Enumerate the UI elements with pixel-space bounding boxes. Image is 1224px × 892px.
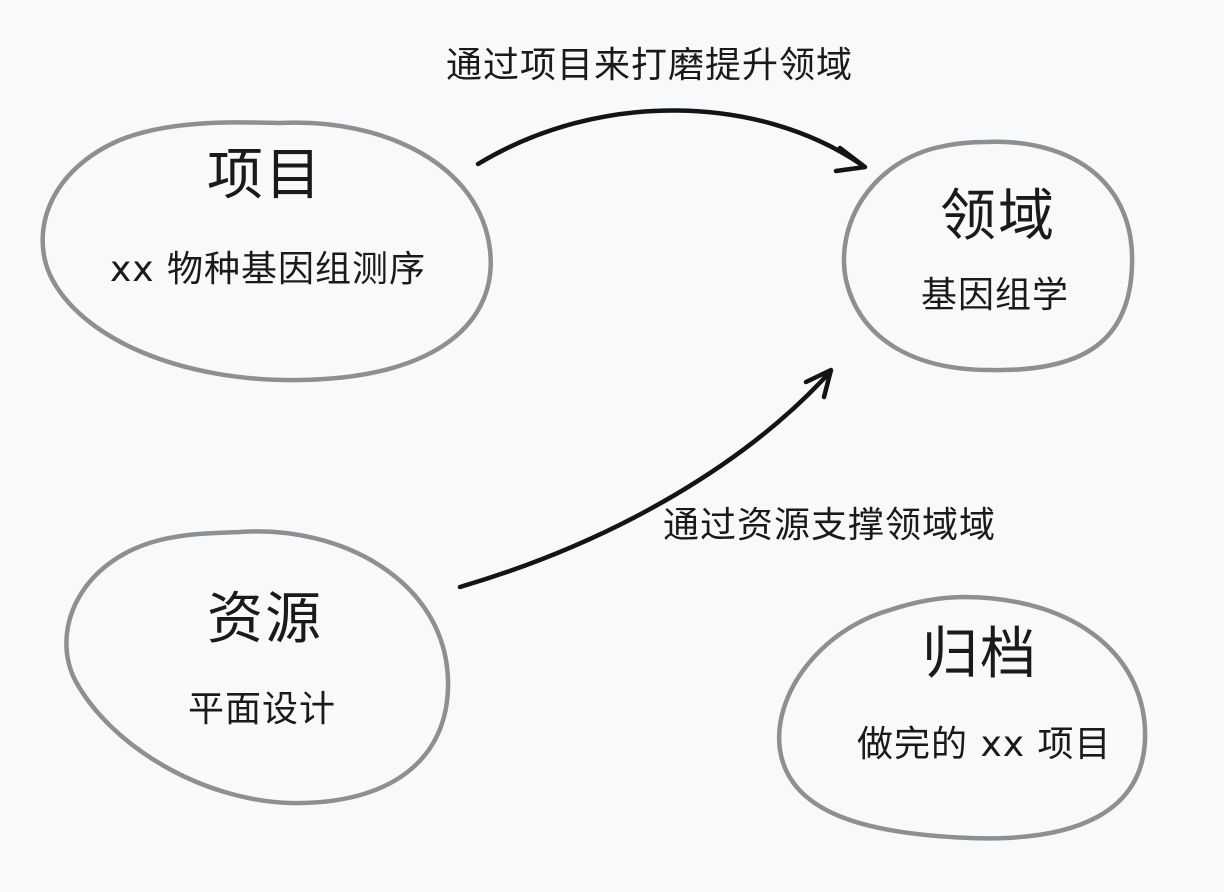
project-to-domain-label: 通过项目来打磨提升领域 <box>446 45 854 86</box>
resource-node-subtitle: 平面设计 <box>188 689 337 730</box>
archive-node-title: 归档 <box>922 622 1038 687</box>
project-to-domain-arrowhead <box>833 145 868 174</box>
archive-node-outline <box>776 594 1148 841</box>
domain-node-subtitle: 基因组学 <box>921 275 1070 316</box>
project-node-title: 项目 <box>207 143 323 208</box>
resource-to-domain-label: 通过资源支撑领域域 <box>663 505 997 546</box>
domain-node-outline <box>841 139 1135 373</box>
project-node-subtitle: xx 物种基因组测序 <box>110 249 427 290</box>
resource-to-domain-arrow <box>457 369 833 590</box>
project-node-outline <box>40 120 493 383</box>
archive-node-subtitle: 做完的 xx 项目 <box>857 724 1112 765</box>
domain-node-title: 领域 <box>940 184 1056 249</box>
resource-to-domain-arrowhead <box>803 367 834 400</box>
project-to-domain-arrow <box>475 108 865 168</box>
resource-node-title: 资源 <box>207 587 323 652</box>
resource-node-outline <box>64 529 451 806</box>
